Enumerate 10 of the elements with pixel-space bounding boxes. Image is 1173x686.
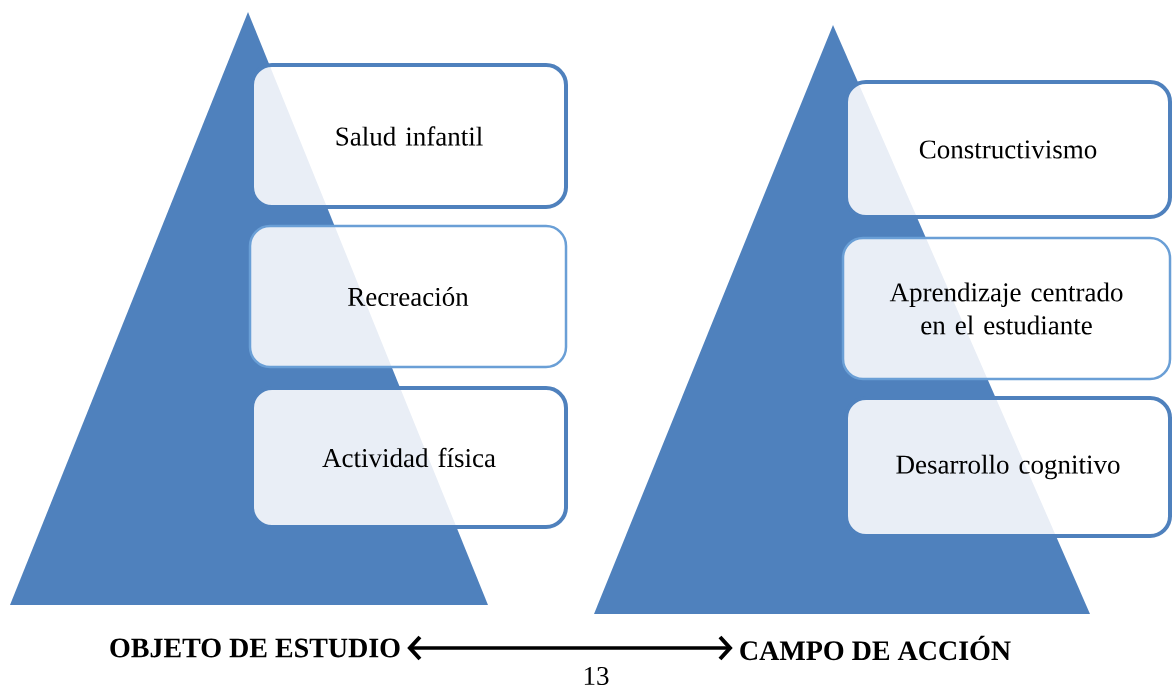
text-box: Recreación	[248, 224, 568, 369]
text-box: Desarrollo cognitivo	[844, 396, 1172, 538]
arrow	[407, 635, 733, 661]
text-box: Salud infantil	[250, 63, 568, 209]
text-box: Actividad física	[250, 386, 568, 529]
text-box: Constructivismo	[844, 80, 1172, 219]
heading: OBJETO DE ESTUDIO	[110, 638, 400, 658]
page-number: 13	[584, 666, 609, 686]
text-box: Aprendizaje centrado en el estudiante	[841, 236, 1172, 381]
heading: CAMPO DE ACCIÓN	[740, 635, 1011, 661]
